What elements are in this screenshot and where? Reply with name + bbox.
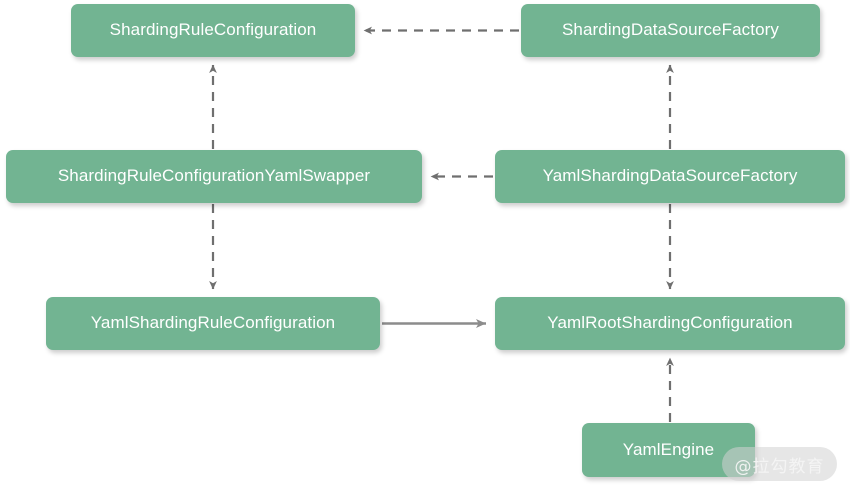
node-sharding-datasource-factory[interactable]: ShardingDataSourceFactory: [521, 4, 820, 57]
node-label: ShardingRuleConfigurationYamlSwapper: [57, 166, 371, 186]
node-label: ShardingDataSourceFactory: [561, 20, 779, 40]
node-label: YamlShardingRuleConfiguration: [90, 313, 336, 333]
node-label: YamlShardingDataSourceFactory: [542, 166, 798, 186]
node-label: YamlRootShardingConfiguration: [547, 313, 793, 333]
node-yaml-root-sharding-configuration[interactable]: YamlRootShardingConfiguration: [495, 297, 845, 350]
node-yaml-sharding-rule-configuration[interactable]: YamlShardingRuleConfiguration: [46, 297, 380, 350]
node-label: YamlEngine: [622, 439, 715, 459]
watermark: @拉勾教育: [722, 447, 837, 481]
node-sharding-rule-configuration-yaml-swapper[interactable]: ShardingRuleConfigurationYamlSwapper: [6, 150, 422, 203]
watermark-text: @拉勾教育: [734, 456, 825, 477]
node-yaml-sharding-datasource-factory[interactable]: YamlShardingDataSourceFactory: [495, 150, 845, 203]
node-label: ShardingRuleConfiguration: [109, 20, 317, 40]
node-sharding-rule-configuration[interactable]: ShardingRuleConfiguration: [71, 4, 355, 57]
